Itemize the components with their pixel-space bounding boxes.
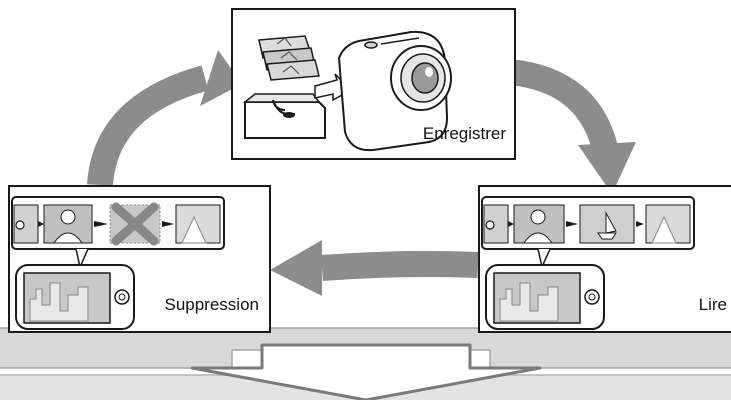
camera-back xyxy=(485,264,605,330)
memory-card-icon xyxy=(242,93,326,139)
arrowhead-play xyxy=(578,142,636,194)
record-step-box: Enregistrer xyxy=(231,8,516,160)
camera-body xyxy=(337,30,452,152)
arrow-record-to-play xyxy=(508,59,619,156)
camera-back xyxy=(15,264,135,330)
play-step-box: Lire xyxy=(478,185,731,333)
record-label: Enregistrer xyxy=(422,124,506,143)
play-filmstrip-icon xyxy=(481,196,695,330)
arrowhead-record xyxy=(200,50,242,106)
photos-icon xyxy=(258,35,320,81)
filmstrip xyxy=(481,196,695,250)
arrow-play-to-delete xyxy=(321,251,479,281)
down-arrow xyxy=(190,343,542,400)
arrowhead-delete xyxy=(270,240,322,296)
delete-label: Suppression xyxy=(164,295,259,314)
play-label: Lire xyxy=(698,295,727,314)
filmstrip xyxy=(11,196,225,250)
delete-filmstrip-icon xyxy=(11,196,225,330)
camera-icon xyxy=(242,30,452,152)
delete-step-box: Suppression xyxy=(8,185,271,333)
arrow-delete-to-record xyxy=(87,65,209,187)
